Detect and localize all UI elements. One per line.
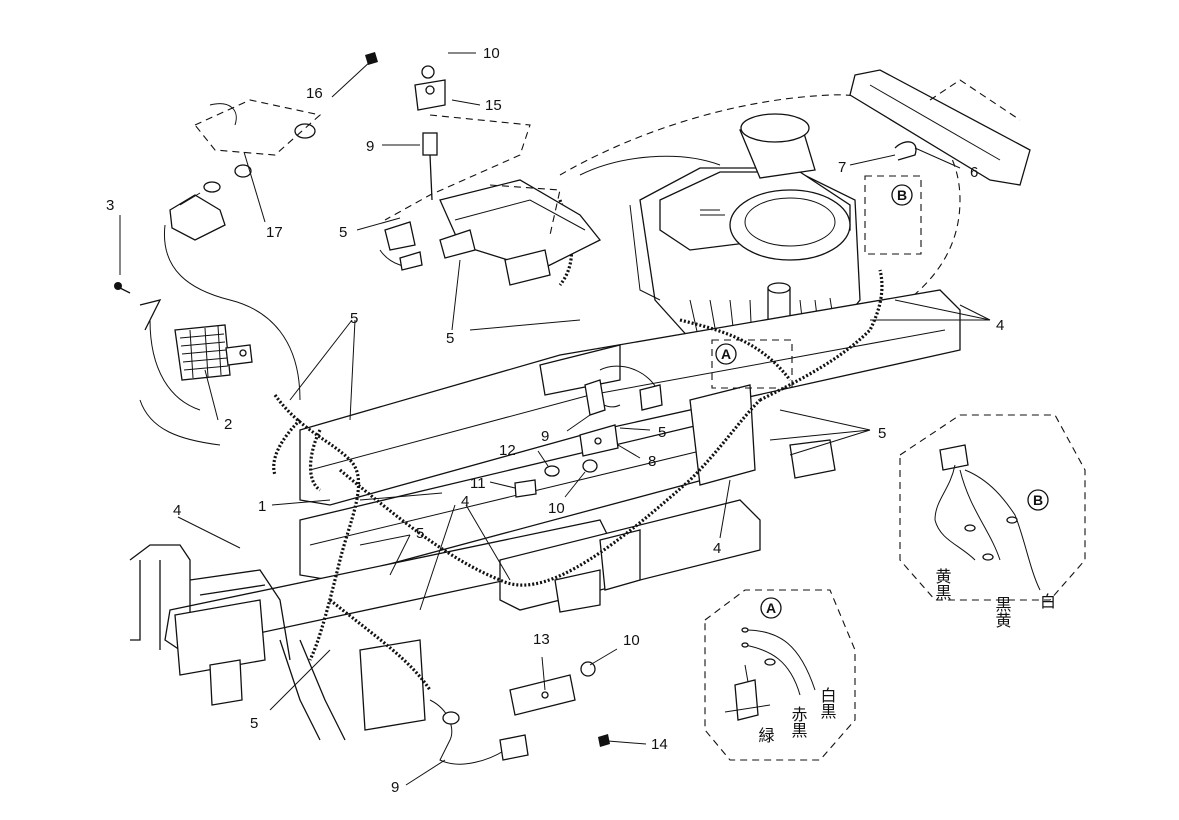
- callout-b-engine: B: [891, 184, 913, 206]
- label-part-4b: 4: [461, 493, 469, 510]
- wire-label-black-yellow: 黒黄: [993, 596, 1012, 628]
- label-part-6: 6: [970, 164, 978, 181]
- washer-12: [544, 465, 560, 477]
- label-part-3: 3: [106, 197, 114, 214]
- switch-assembly-bottom: [442, 661, 610, 761]
- harness-leads: [139, 103, 721, 765]
- label-part-14: 14: [651, 736, 668, 753]
- label-part-5c: 5: [446, 330, 454, 347]
- callout-box-a: [711, 339, 793, 389]
- label-part-10c: 10: [623, 632, 640, 649]
- callout-b-detail: B: [1027, 489, 1049, 511]
- label-part-9c: 9: [391, 779, 399, 796]
- part-labels: 1 2 3 4 4 4 4 5 5 5 5 5 5 5 6 7 8 9 9 9 …: [106, 45, 1004, 796]
- label-part-13: 13: [533, 631, 550, 648]
- label-part-5b: 5: [350, 310, 358, 327]
- label-part-8: 8: [648, 453, 656, 470]
- label-part-5e: 5: [878, 425, 886, 442]
- label-part-10b: 10: [548, 500, 565, 517]
- label-part-5a: 5: [339, 224, 347, 241]
- label-part-9b: 9: [541, 428, 549, 445]
- control-box: [384, 179, 602, 286]
- connector-17: [169, 99, 322, 241]
- label-part-5d: 5: [658, 424, 666, 441]
- wire-labels-b: 黄黒 黒黄 白: [933, 568, 1057, 628]
- svg-text:B: B: [1033, 492, 1043, 508]
- svg-text:B: B: [897, 187, 907, 203]
- bracket-8: [579, 424, 619, 457]
- wire-label-white-black: 白黒: [818, 687, 837, 719]
- callout-box-b: [864, 175, 922, 255]
- callout-a-engine: A: [715, 343, 737, 365]
- rear-plate: [849, 69, 1031, 186]
- label-part-11: 11: [470, 475, 486, 492]
- label-part-4a: 4: [173, 502, 181, 519]
- bolt-11: [514, 479, 537, 498]
- nut-10-middle: [582, 459, 598, 473]
- label-part-4d: 4: [996, 317, 1004, 334]
- leader-lines: [119, 52, 991, 786]
- label-part-12: 12: [499, 442, 516, 459]
- label-part-15: 15: [485, 97, 502, 114]
- label-part-10a: 10: [483, 45, 500, 62]
- label-part-17: 17: [266, 224, 283, 241]
- label-part-1: 1: [258, 498, 266, 515]
- label-part-5g: 5: [250, 715, 258, 732]
- label-part-9a: 9: [366, 138, 374, 155]
- label-part-4c: 4: [713, 540, 721, 557]
- label-part-2: 2: [224, 416, 232, 433]
- bolt-3: [114, 282, 131, 294]
- engine-assembly: [629, 113, 861, 351]
- chassis-frame: [164, 289, 961, 651]
- headlight: [174, 324, 253, 381]
- detail-b: [899, 414, 1086, 601]
- wire-label-yellow-black: 黄黒: [933, 568, 952, 600]
- label-part-5f: 5: [416, 525, 424, 542]
- wire-label-white-b: 白: [1040, 592, 1056, 611]
- clamp-7: [894, 141, 917, 161]
- callout-a-detail: A: [760, 597, 782, 619]
- relay-switch-middle: [584, 379, 663, 416]
- wire-labels-a: 緑 赤黒 白黒: [756, 687, 837, 743]
- wire-label-green: 緑: [756, 727, 775, 743]
- svg-text:A: A: [766, 600, 776, 616]
- switch-assembly-top: [365, 52, 531, 221]
- front-bumper: [129, 544, 426, 741]
- detail-a: [704, 589, 856, 761]
- svg-text:A: A: [721, 346, 731, 362]
- bracket-headlight: [139, 299, 162, 331]
- label-part-16: 16: [306, 85, 323, 102]
- label-part-7: 7: [838, 159, 846, 176]
- wire-label-red-black: 赤黒: [789, 706, 808, 738]
